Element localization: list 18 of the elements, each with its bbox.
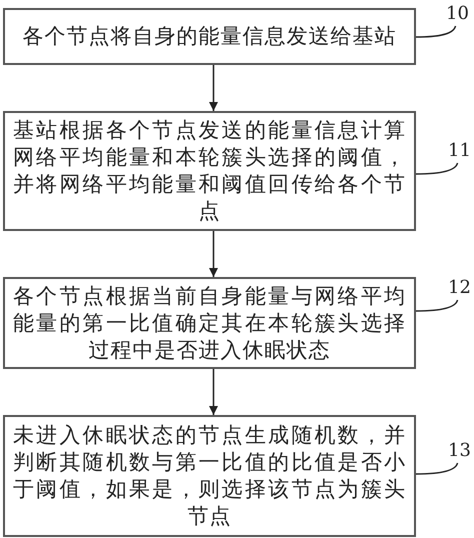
process-box: [3, 415, 416, 537]
callout-number: 12: [448, 277, 471, 299]
process-box: [3, 8, 416, 65]
arrow: [209, 65, 218, 111]
leader-line: [416, 162, 458, 175]
leader-line: [416, 462, 458, 475]
step-text: 各个节点将自身的能量信息发送给基站: [22, 23, 398, 50]
arrow: [209, 231, 218, 277]
callout-number: 10: [446, 3, 469, 25]
leader-line: [416, 300, 458, 312]
arrow: [209, 369, 218, 415]
process-box: [3, 277, 416, 369]
step-text: 未进入休眠状态的节点生成随机数，并判断其随机数与第一比值的比值是否小于阈值，如果是，则选择该节点为簇头节点: [13, 422, 406, 530]
callout-number: 11: [448, 140, 471, 162]
step-text: 各个节点根据当前自身能量与网络平均能量的第一比值确定其在本轮簇头选择过程中是否进入休眠状态: [13, 282, 406, 364]
step-text: 基站根据各个节点发送的能量信息计算网络平均能量和本轮簇头选择的阈值，并将网络平均能量和阈值回传给各个节点: [13, 117, 406, 225]
leader-line: [416, 26, 456, 38]
callout-number: 13: [448, 440, 471, 462]
